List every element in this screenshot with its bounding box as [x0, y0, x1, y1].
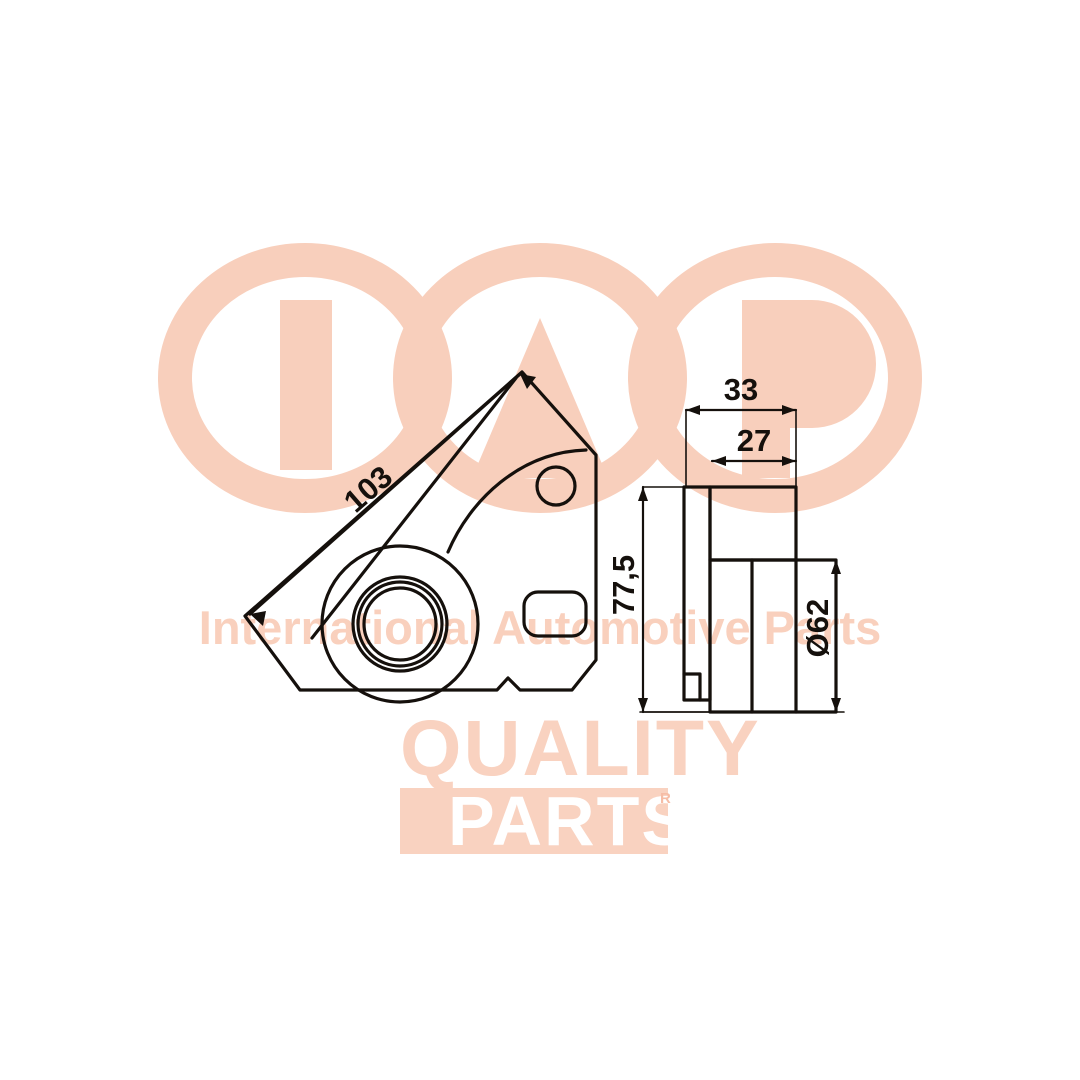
- dim-27-line: [710, 456, 798, 466]
- mounting-hole-round: [535, 465, 577, 507]
- bracket-outline: [243, 370, 598, 692]
- bracket-web-line: [310, 376, 518, 640]
- pulley-outer-circle: [320, 544, 480, 704]
- mounting-slot-oblong: [522, 590, 588, 638]
- dim-label-dia62: Ø62: [800, 599, 835, 658]
- slogan-parts: PARTS: [448, 782, 690, 860]
- dim-dia62-line: [831, 558, 841, 714]
- bracket-arm-inner-arc: [446, 448, 588, 554]
- bore-hole: [362, 586, 438, 662]
- slogan-quality: QUALITY: [400, 703, 761, 792]
- dim-label-33: 33: [724, 372, 758, 407]
- slogan-bar: [400, 788, 668, 854]
- logo-letter-I: [158, 243, 452, 513]
- front-view-group: [243, 370, 598, 704]
- dim-label-775: 77,5: [606, 555, 641, 615]
- dim-label-27: 27: [737, 423, 771, 458]
- backing-plate-foot: [682, 672, 702, 702]
- logo-letter-P: [628, 243, 922, 513]
- watermark-tagline: International Automotive Parts: [199, 601, 881, 654]
- bearing-ring-mid: [356, 580, 444, 668]
- dim-33-line: [684, 405, 798, 487]
- dim-103-leader: [248, 372, 536, 626]
- registered-mark: R: [660, 790, 671, 807]
- bearing-ring-outer: [351, 575, 449, 673]
- dimension-lines-group: [638, 405, 845, 714]
